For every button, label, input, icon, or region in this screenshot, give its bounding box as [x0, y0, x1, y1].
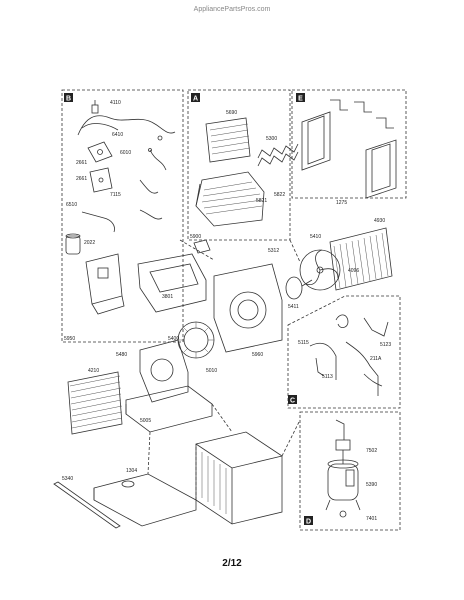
label-5312: 5312	[268, 248, 279, 254]
section-c-box	[287, 295, 401, 409]
base-pan-part	[125, 385, 213, 433]
label-5900: 5900	[190, 234, 201, 240]
side-curtain-left-part	[301, 111, 331, 171]
section-d-box	[299, 411, 401, 531]
label-2661-b: 2661	[76, 176, 87, 182]
label-1275: 1275	[336, 200, 347, 206]
label-5400: 5400	[168, 336, 179, 342]
control-box-part	[85, 253, 125, 315]
control-bracket-part	[87, 141, 113, 163]
label-5300: 5300	[266, 136, 277, 142]
air-filter-part	[205, 117, 251, 163]
louver-part	[257, 143, 299, 167]
label-5340: 5340	[62, 476, 73, 482]
svg-text:D: D	[306, 518, 311, 525]
svg-text:C: C	[290, 397, 295, 404]
tubing-assembly-part	[309, 314, 389, 396]
section-a-badge: A	[191, 93, 200, 102]
section-e-box	[291, 89, 407, 199]
label-6410: 6410	[112, 132, 123, 138]
drain-rail-part	[53, 481, 121, 529]
label-4210: 4210	[88, 368, 99, 374]
condenser-coil-part	[329, 227, 393, 291]
blower-wheel-part	[177, 321, 215, 359]
air-guide-part	[137, 253, 207, 313]
label-7401: 7401	[366, 516, 377, 522]
label-211a: 211A	[370, 356, 382, 362]
cabinet-part	[195, 431, 283, 525]
svg-text:E: E	[298, 95, 303, 102]
label-2661: 2661	[76, 160, 87, 166]
label-5822: 5822	[274, 192, 285, 198]
label-6510: 6510	[66, 202, 77, 208]
capacitor-part	[65, 233, 81, 255]
front-grille-part	[195, 171, 265, 227]
label-5821: 5821	[256, 198, 267, 204]
label-5005: 5005	[140, 418, 151, 424]
side-curtain-right-part	[365, 139, 397, 199]
label-5115: 5115	[298, 340, 309, 346]
label-4096: 4096	[348, 268, 359, 274]
condenser-fan-part	[299, 249, 341, 291]
label-5123: 5123	[380, 342, 391, 348]
section-b-badge: B	[64, 93, 73, 102]
label-5390: 5390	[366, 482, 377, 488]
label-5960: 5960	[252, 352, 263, 358]
section-e-badge: E	[296, 93, 305, 102]
thermistor-part	[81, 211, 115, 233]
label-5411: 5411	[288, 304, 299, 310]
label-4110: 4110	[110, 100, 121, 106]
label-3801: 3801	[162, 294, 173, 300]
power-cord-part	[77, 100, 176, 136]
section-d-badge: D	[304, 516, 313, 525]
label-1304: 1304	[126, 468, 137, 474]
wire-harness-part	[139, 135, 167, 220]
mounting-bracket-part	[330, 99, 394, 129]
switch-part	[89, 167, 113, 193]
fan-motor-part	[285, 276, 313, 300]
fan-motor-mount-part	[193, 239, 211, 254]
section-b-box	[61, 89, 184, 343]
label-4930: 4930	[374, 218, 385, 224]
section-a-box	[187, 89, 291, 241]
label-7502: 7502	[366, 448, 377, 454]
label-5113: 5113	[322, 374, 333, 380]
assembly-lines	[147, 239, 301, 500]
label-5410: 5410	[310, 234, 321, 240]
label-6010: 6010	[120, 150, 131, 156]
evaporator-coil-part	[67, 371, 123, 435]
label-5950: 5950	[64, 336, 75, 342]
page-number: 2/12	[222, 558, 242, 569]
label-5690: 5690	[226, 110, 237, 116]
svg-text:B: B	[66, 95, 71, 102]
compressor-part	[325, 419, 361, 518]
label-2022: 2022	[84, 240, 95, 246]
watermark-text: AppliancePartsPros.com	[194, 6, 271, 13]
scroll-housing-part	[139, 339, 189, 403]
barrier-panel-part	[213, 263, 283, 353]
label-7115: 7115	[110, 192, 121, 198]
section-c-badge: C	[288, 395, 297, 404]
label-5480: 5480	[116, 352, 127, 358]
label-5010: 5010	[206, 368, 217, 374]
svg-text:A: A	[193, 95, 198, 102]
